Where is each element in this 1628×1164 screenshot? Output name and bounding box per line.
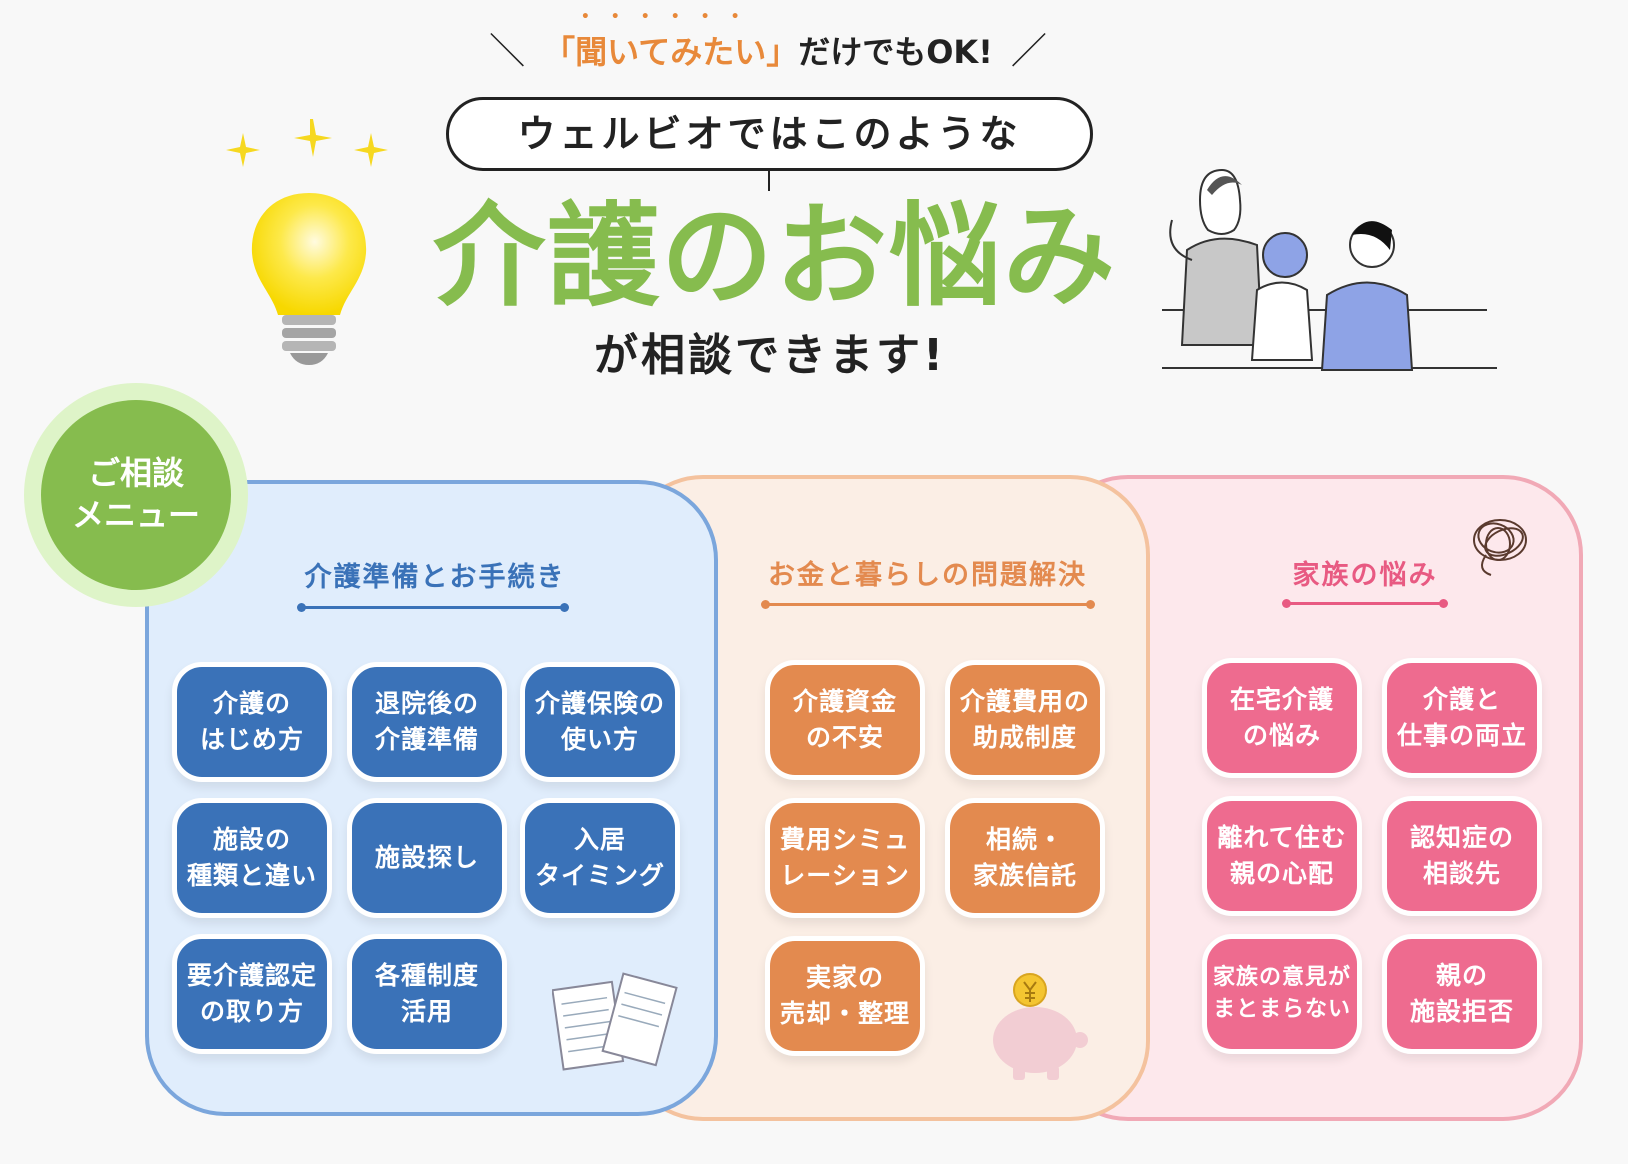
intro-pill: ウェルビオではこのような	[446, 97, 1093, 171]
lead-text: ＼ •••••• 「聞いてみたい」だけでもOK! ／	[468, 10, 1068, 74]
sparkle-icon	[294, 119, 332, 157]
piggy-bank-icon	[993, 973, 1088, 1080]
menu-button[interactable]: 要介護認定 の取り方	[172, 934, 332, 1054]
heading-underline	[297, 603, 569, 612]
lead-highlight: •••••• 「聞いてみたい」	[543, 10, 799, 74]
page-title: 介護のお悩み	[433, 192, 1117, 322]
menu-button[interactable]: 親の 施設拒否	[1382, 934, 1542, 1054]
menu-button[interactable]: 介護の はじめ方	[172, 662, 332, 782]
page-subtitle: が相談できます!	[593, 330, 947, 381]
menu-button[interactable]: 施設探し	[347, 798, 507, 918]
menu-button[interactable]: 在宅介護 の悩み	[1202, 658, 1362, 778]
lightbulb-icon	[226, 119, 388, 365]
menu-button[interactable]: 家族の意見が まとまらない	[1202, 934, 1362, 1054]
slash-decoration: ／	[1010, 31, 1047, 72]
consultation-illustration	[1162, 168, 1497, 371]
emphasis-dots: ••••••	[580, 9, 761, 25]
heading-underline	[1282, 599, 1448, 608]
menu-button[interactable]: 費用シミュ レーション	[765, 798, 925, 918]
documents-icon	[552, 972, 678, 1071]
menu-button[interactable]: 認知症の 相談先	[1382, 796, 1542, 916]
sparkle-icon	[354, 133, 388, 167]
pill-connector	[768, 171, 770, 191]
menu-button[interactable]: 各種制度 活用	[347, 934, 507, 1054]
sparkle-icon	[226, 133, 260, 167]
menu-button[interactable]: 介護保険の 使い方	[520, 662, 680, 782]
category-heading: 家族の悩み	[1292, 560, 1438, 591]
tangled-scribble-icon	[1473, 519, 1527, 576]
menu-button[interactable]: 実家の 売却・整理	[765, 936, 925, 1056]
consultation-menu-badge: ご相談 メニュー	[41, 400, 231, 590]
menu-button[interactable]: 退院後の 介護準備	[347, 662, 507, 782]
slash-decoration: ＼	[489, 31, 526, 72]
menu-button[interactable]: 入居 タイミング	[520, 798, 680, 918]
heading-underline	[761, 600, 1095, 609]
menu-button[interactable]: 介護資金 の不安	[765, 660, 925, 780]
menu-button[interactable]: 相続・ 家族信託	[945, 798, 1105, 918]
lead-highlight-text: 「聞いてみたい」	[543, 33, 799, 71]
menu-button[interactable]: 施設の 種類と違い	[172, 798, 332, 918]
menu-button[interactable]: 離れて住む 親の心配	[1202, 796, 1362, 916]
menu-button[interactable]: 介護と 仕事の両立	[1382, 658, 1542, 778]
menu-button[interactable]: 介護費用の 助成制度	[945, 660, 1105, 780]
category-heading: 介護準備とお手続き	[304, 562, 566, 593]
category-heading: お金と暮らしの問題解決	[768, 560, 1087, 591]
lead-rest: だけでもOK!	[798, 33, 993, 71]
